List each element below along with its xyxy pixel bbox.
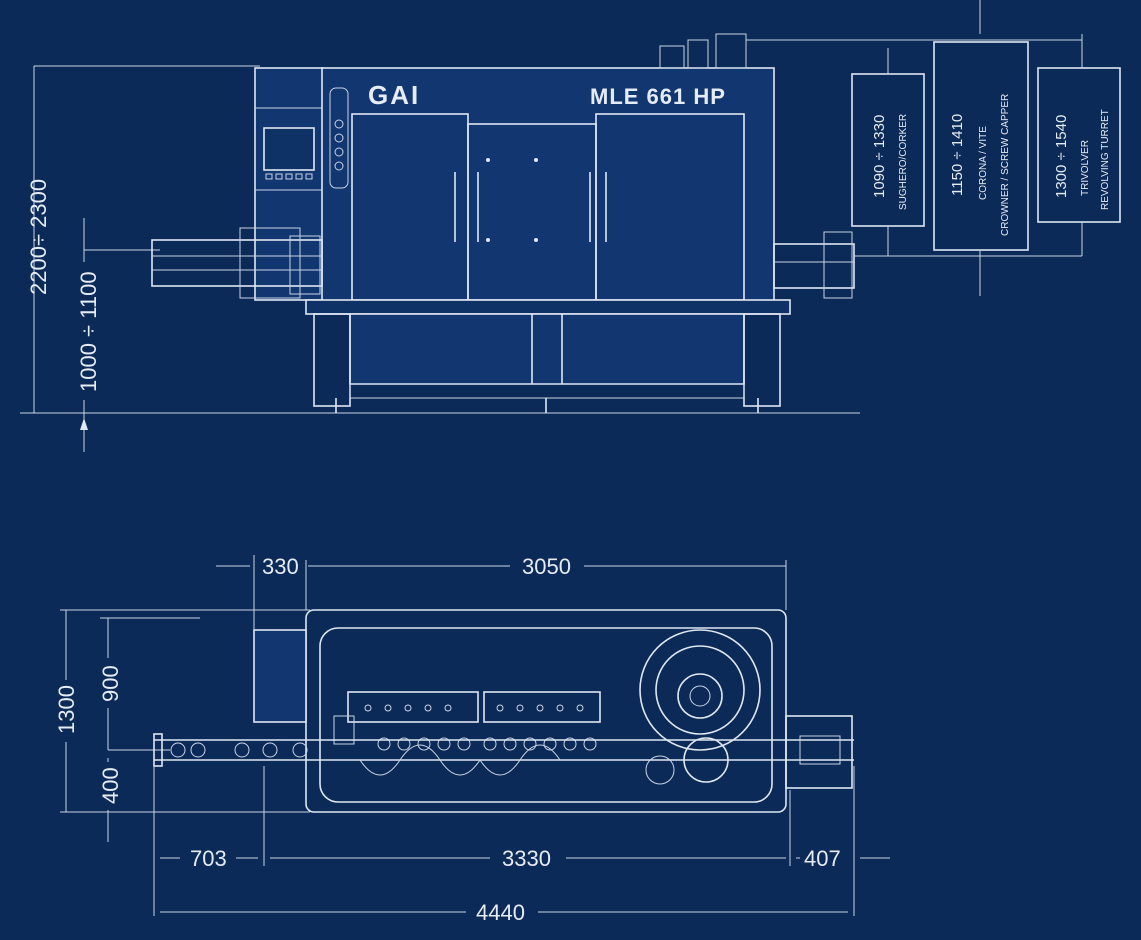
svg-text:CROWNER / SCREW CAPPER: CROWNER / SCREW CAPPER: [1000, 94, 1011, 236]
machine-table: [305, 299, 791, 315]
top-mechanism: [659, 0, 1082, 69]
svg-text:CORONA / VITE: CORONA / VITE: [978, 126, 989, 200]
option-box-corker: 1090 ÷ 1330 SUGHERO/CORKER: [851, 73, 925, 227]
plan-machine-frame: [305, 609, 787, 813]
svg-text:REVOLVING TURRET: REVOLVING TURRET: [1100, 109, 1111, 210]
capping-turret: [639, 629, 761, 785]
plan-view: 330 3050 1300 900 400: [54, 554, 890, 925]
side-control-strip: [329, 87, 349, 189]
plan-inner-frame: [319, 627, 773, 803]
base-cabinet: [349, 313, 745, 385]
plan-control-cabinet: [253, 629, 307, 723]
height-conveyor-label: 1000 ÷ 1100: [76, 271, 101, 392]
control-buttons: [265, 173, 313, 180]
control-cabinet: [254, 67, 324, 301]
svg-text:1300 ÷ 1540: 1300 ÷ 1540: [1053, 115, 1070, 198]
base-leg-right: [743, 313, 781, 407]
elevation-view: 2200÷ 2300 1000 ÷ 1100 GAI MLE 661 HP: [20, 0, 1121, 452]
dim-1300-label: 1300: [54, 685, 79, 734]
dim-3330-label: 3330: [502, 846, 551, 871]
plan-outfeed-module: [785, 715, 853, 789]
dim-400-label: 400: [98, 767, 123, 804]
dim-703-label: 703: [190, 846, 227, 871]
svg-text:SUGHERO/CORKER: SUGHERO/CORKER: [898, 114, 909, 210]
dim-407-label: 407: [804, 846, 841, 871]
svg-text:1150 ÷ 1410: 1150 ÷ 1410: [949, 114, 966, 196]
option-box-crowner: 1150 ÷ 1410 CORONA / VITE CROWNER / SCRE…: [933, 41, 1029, 251]
dim-3050-label: 3050: [522, 554, 571, 579]
svg-text:1090 ÷ 1330: 1090 ÷ 1330: [871, 115, 888, 198]
operator-screen: [263, 127, 315, 171]
dim-900-label: 900: [98, 665, 123, 702]
conveyor-arrow: [80, 418, 88, 430]
svg-text:TRIVOLVER: TRIVOLVER: [1080, 140, 1091, 196]
dim-4440-label: 4440: [476, 900, 525, 925]
model-name: MLE 661 HP: [590, 84, 726, 109]
height-total-label: 2200÷ 2300: [26, 179, 51, 295]
base-leg-left: [313, 313, 351, 407]
brand-logo: GAI: [368, 80, 420, 110]
outfeed-conveyor: [773, 231, 1082, 299]
infeed-conveyor: [151, 227, 323, 299]
dim-330-label: 330: [262, 554, 299, 579]
filler-block: [333, 691, 601, 745]
option-box-turret: 1300 ÷ 1540 TRIVOLVER REVOLVING TURRET: [1037, 67, 1121, 223]
filling-valves: [377, 737, 597, 751]
bottle-conveyor: [153, 733, 854, 776]
machine-body: [321, 67, 775, 307]
